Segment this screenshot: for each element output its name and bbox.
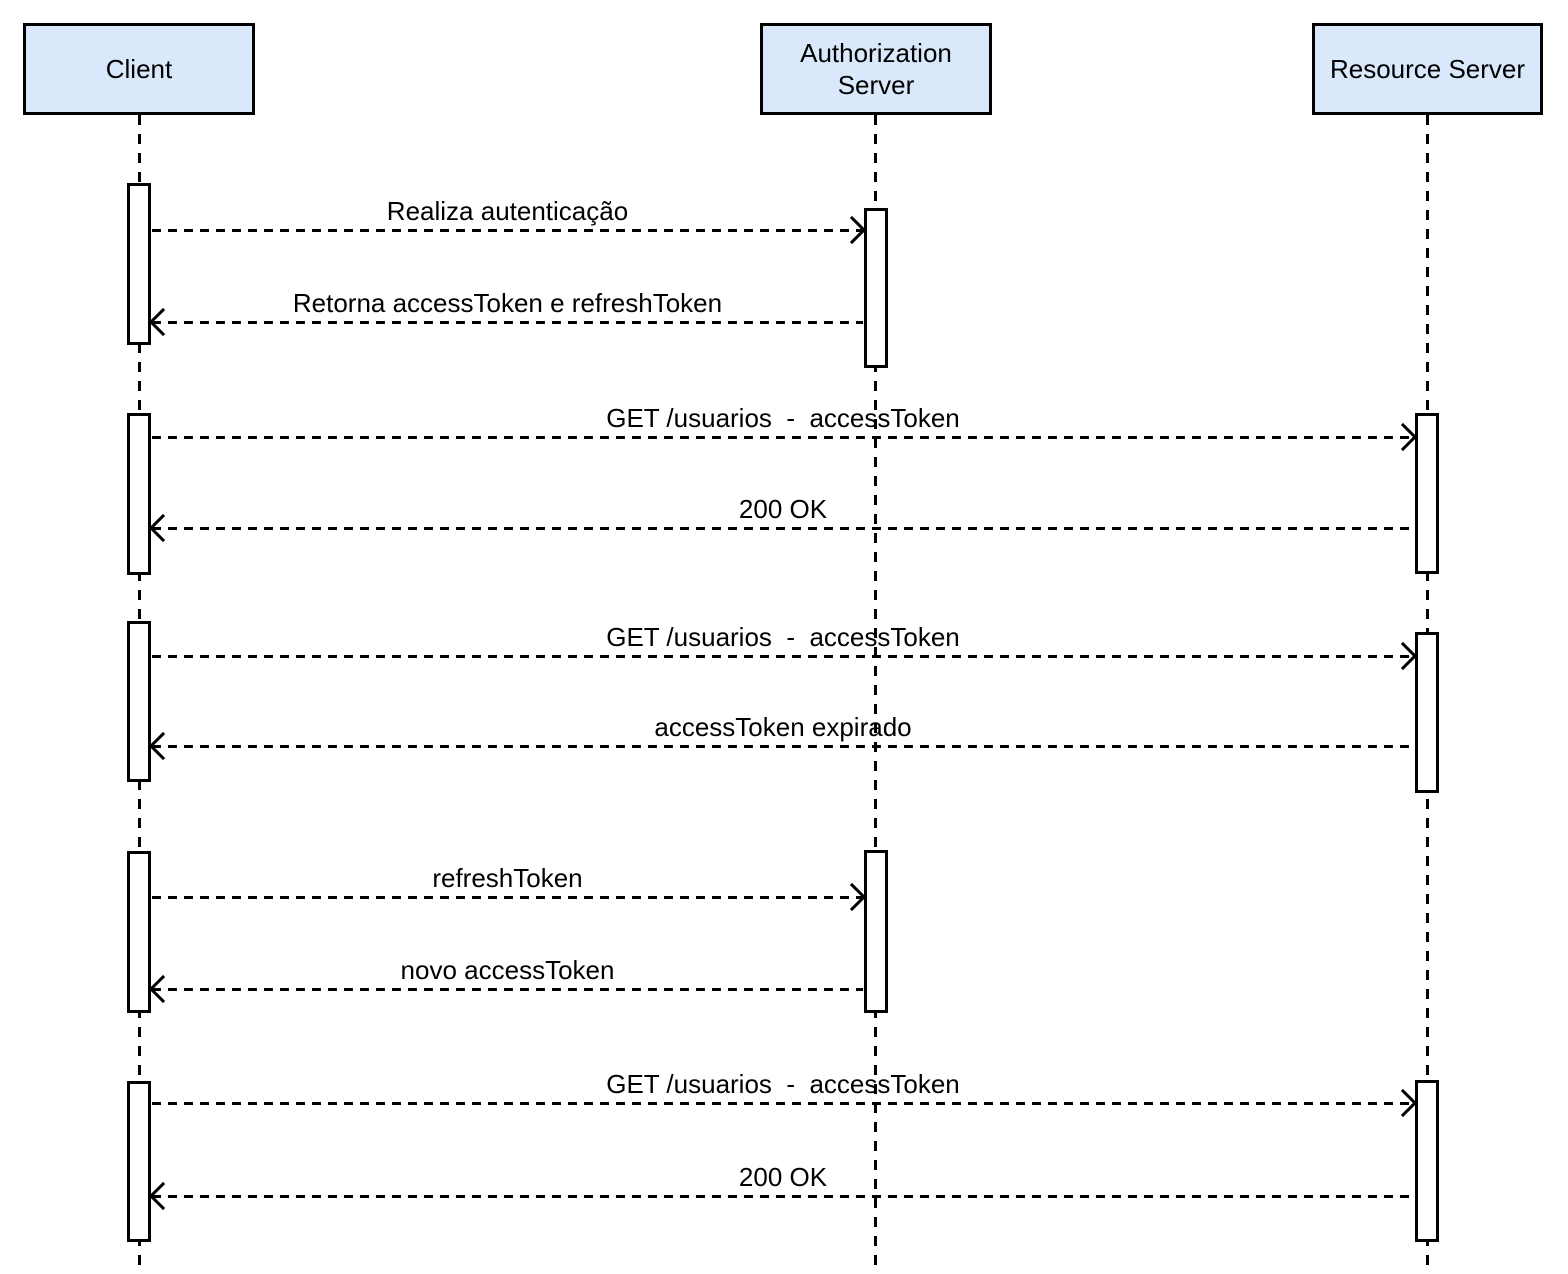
message-10-line bbox=[152, 1195, 1414, 1198]
actor-authorization-server-label: Authorization Server bbox=[800, 38, 952, 100]
message-9-line bbox=[152, 1102, 1414, 1105]
actor-resource-server-label: Resource Server bbox=[1329, 54, 1526, 84]
message-3-label: GET /usuarios - accessToken bbox=[606, 403, 960, 433]
message-9-label: GET /usuarios - accessToken bbox=[606, 1069, 960, 1099]
message-3-get-usuarios: GET /usuarios - accessToken bbox=[152, 401, 1418, 452]
message-3-line bbox=[152, 436, 1414, 439]
actor-client-label: Client bbox=[105, 54, 173, 84]
message-8-label: novo accessToken bbox=[400, 955, 615, 985]
message-6-accesstoken-expirado: accessToken expirado bbox=[148, 710, 1414, 761]
message-1-realiza-autenticacao: Realiza autenticação bbox=[152, 194, 867, 245]
activation-authorization-server-2 bbox=[864, 850, 888, 1013]
message-2-retorna-tokens: Retorna accessToken e refreshToken bbox=[148, 286, 863, 337]
activation-client-3 bbox=[127, 621, 151, 782]
message-10-200-ok: 200 OK bbox=[148, 1160, 1414, 1211]
activation-client-4 bbox=[127, 851, 151, 1013]
message-5-line bbox=[152, 655, 1414, 658]
message-4-200-ok: 200 OK bbox=[148, 492, 1414, 543]
activation-resource-server-2 bbox=[1415, 632, 1439, 793]
activation-client-2 bbox=[127, 413, 151, 575]
actor-client-box: Client bbox=[23, 23, 255, 115]
activation-client-1 bbox=[127, 183, 151, 345]
message-4-label: 200 OK bbox=[738, 494, 828, 524]
message-8-line bbox=[152, 988, 863, 991]
activation-resource-server-3 bbox=[1415, 1080, 1439, 1242]
message-5-get-usuarios: GET /usuarios - accessToken bbox=[152, 620, 1418, 671]
message-1-line bbox=[152, 229, 863, 232]
actor-authorization-server-box: Authorization Server bbox=[760, 23, 992, 115]
message-8-novo-accesstoken: novo accessToken bbox=[148, 953, 863, 1004]
message-6-label: accessToken expirado bbox=[654, 712, 912, 742]
message-7-refreshtoken: refreshToken bbox=[152, 861, 867, 912]
message-5-label: GET /usuarios - accessToken bbox=[606, 622, 960, 652]
message-6-line bbox=[152, 745, 1414, 748]
activation-resource-server-1 bbox=[1415, 413, 1439, 574]
message-2-line bbox=[152, 321, 863, 324]
message-10-label: 200 OK bbox=[738, 1162, 828, 1192]
message-9-get-usuarios: GET /usuarios - accessToken bbox=[152, 1067, 1418, 1118]
activation-authorization-server-1 bbox=[864, 208, 888, 368]
message-2-label: Retorna accessToken e refreshToken bbox=[292, 288, 723, 318]
activation-client-5 bbox=[127, 1081, 151, 1242]
message-1-label: Realiza autenticação bbox=[386, 196, 629, 226]
lifeline-authorization-server bbox=[874, 115, 877, 1272]
message-7-line bbox=[152, 896, 863, 899]
actor-resource-server-box: Resource Server bbox=[1312, 23, 1543, 115]
message-4-line bbox=[152, 527, 1414, 530]
message-7-label: refreshToken bbox=[432, 863, 583, 893]
